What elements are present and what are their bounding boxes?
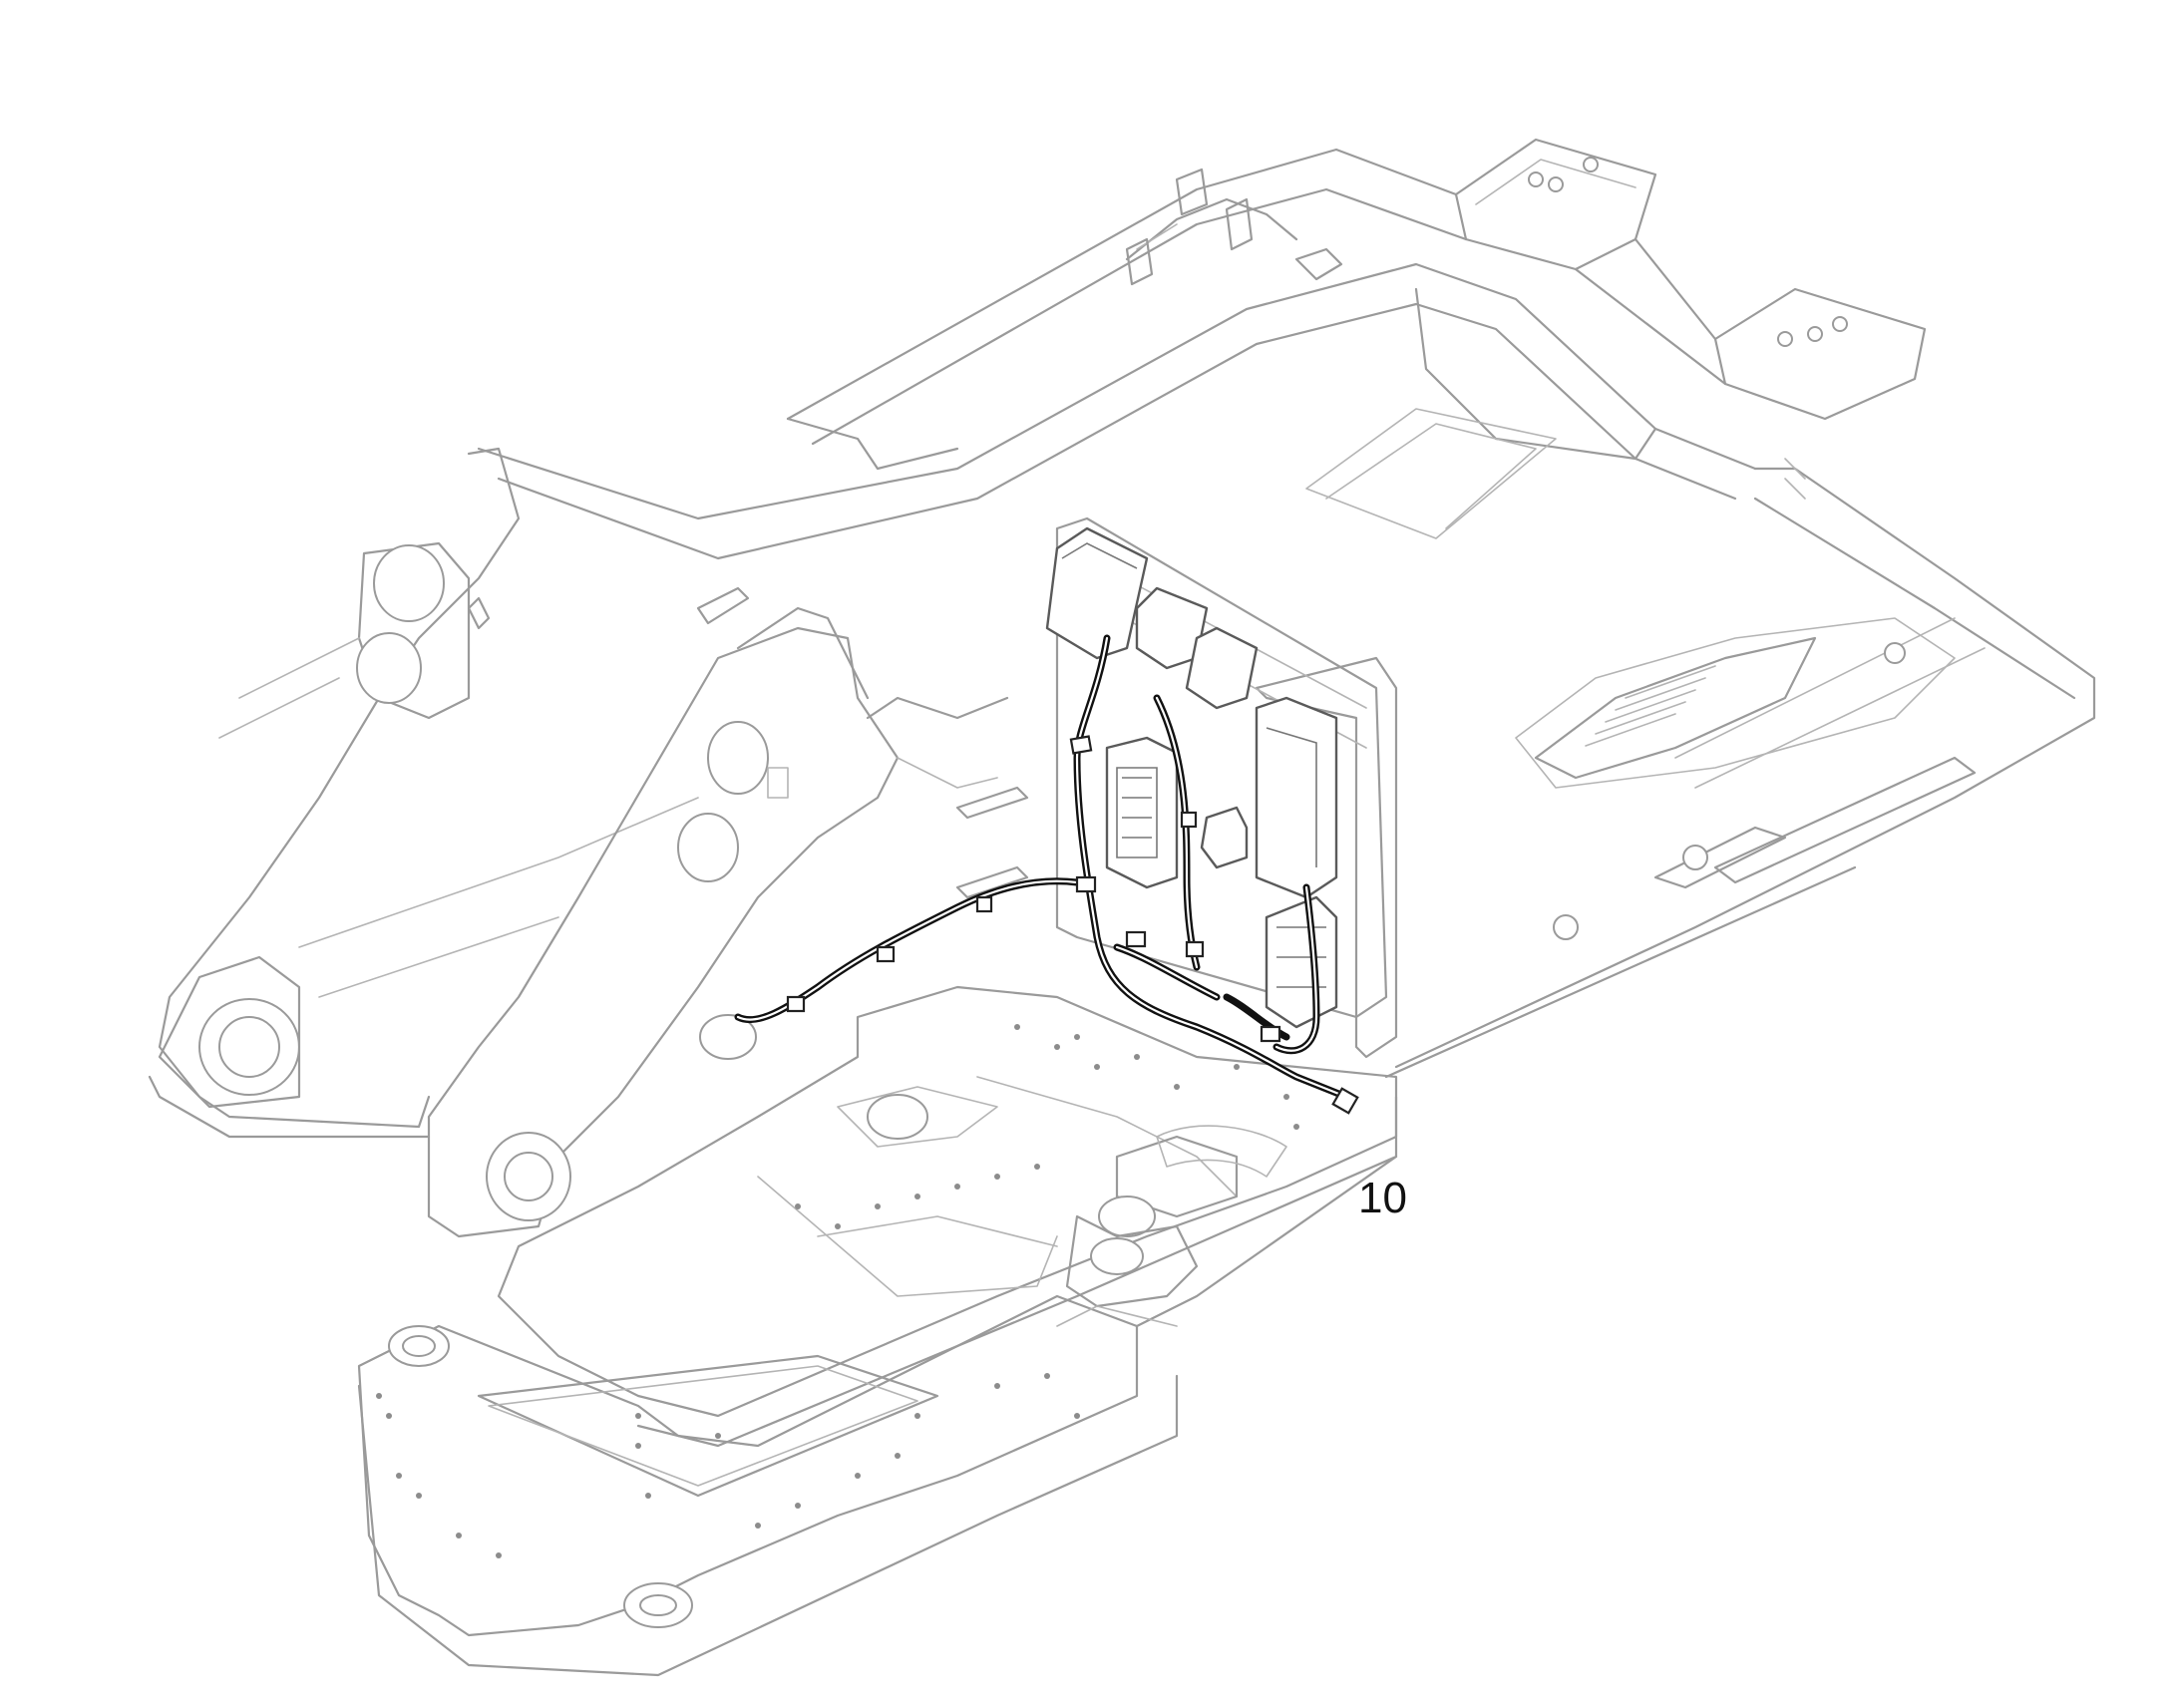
upper-frame bbox=[477, 138, 2096, 1079]
wiring-harness bbox=[734, 634, 1359, 1115]
electrical-cabinet bbox=[1045, 516, 1398, 1059]
floor-plate bbox=[497, 985, 1398, 1448]
boom-mount-left bbox=[148, 447, 699, 1139]
front-frame bbox=[357, 1155, 1398, 1677]
callout-10: 10 bbox=[1358, 1174, 1407, 1222]
boom-mount-right bbox=[427, 586, 1029, 1238]
